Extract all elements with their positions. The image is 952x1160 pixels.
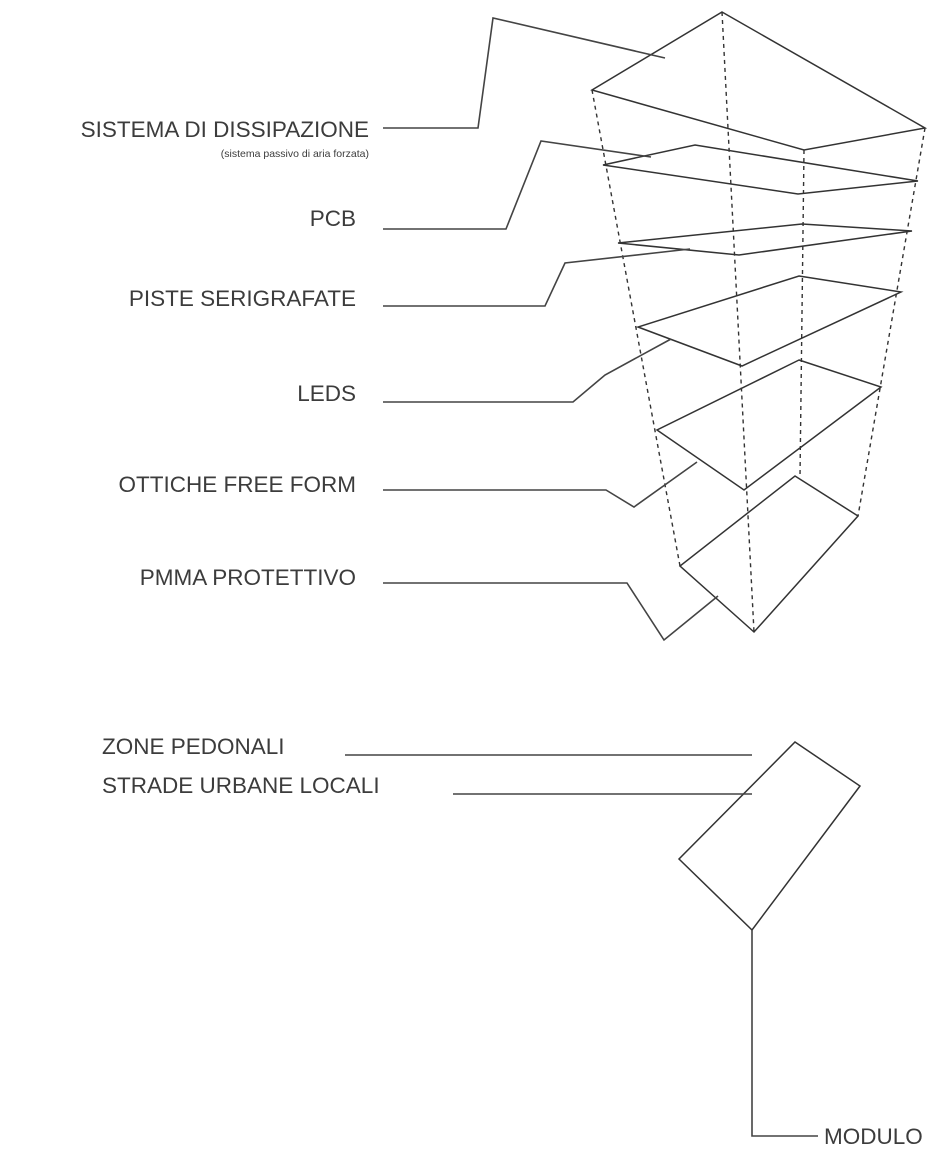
label-zone-pedonali: ZONE PEDONALI [102, 734, 285, 759]
label-pmma: PMMA PROTETTIVO [140, 565, 356, 590]
label-optics: OTTICHE FREE FORM [119, 472, 357, 497]
label-modulo: MODULO [824, 1124, 923, 1149]
projection-lines [591, 11, 926, 633]
layer-pmma-plane [678, 475, 860, 634]
label-piste: PISTE SERIGRAFATE [129, 286, 356, 311]
layer-leds-plane [635, 275, 904, 367]
label-leds: LEDS [297, 381, 356, 406]
leader-lines [383, 17, 719, 642]
label-pcb: PCB [310, 206, 356, 231]
layer-piste-plane [617, 223, 913, 256]
layer-dissipation-plane [590, 11, 928, 151]
label-dissipation: SISTEMA DI DISSIPAZIONE [81, 117, 369, 142]
sublabel-dissipation: (sistema passivo di aria forzata) [221, 148, 369, 160]
layer-optics-plane [655, 359, 883, 491]
module-shape [677, 741, 862, 932]
layer-pcb-plane [602, 144, 919, 195]
label-strade-urbane: STRADE URBANE LOCALI [102, 773, 380, 798]
module-connector-lines [345, 754, 818, 1137]
